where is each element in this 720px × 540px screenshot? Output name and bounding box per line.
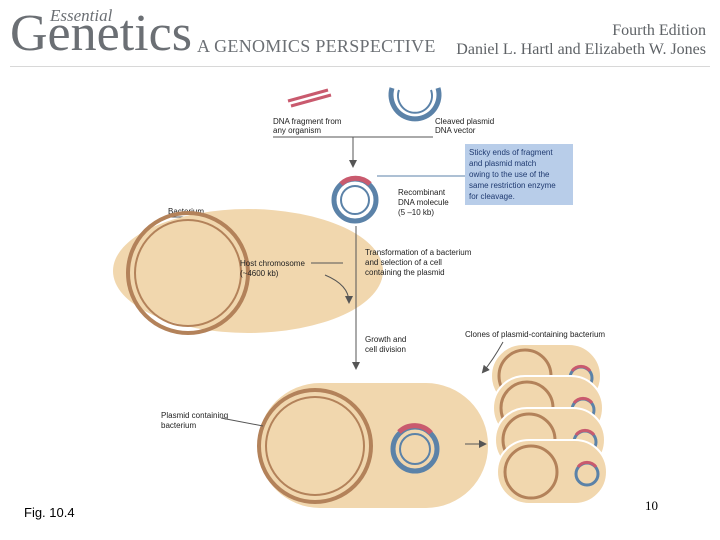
label-cleaved-plasmid: Cleaved plasmid DNA vector: [435, 117, 496, 135]
sticky-ends-line-2: and plasmid match: [469, 159, 536, 168]
label-dna-fragment-line-2: any organism: [273, 126, 321, 135]
label-plasmid-containing-line-1: Plasmid containing: [161, 411, 228, 420]
clone-cell-4: [496, 439, 608, 505]
plasmid-containing-bacterium: [257, 383, 488, 508]
figure-caption: Fig. 10.4: [24, 505, 75, 520]
label-recombinant-line-2: DNA molecule: [398, 198, 449, 207]
edition-label: Fourth Edition: [612, 22, 706, 39]
label-clones: Clones of plasmid-containing bacterium: [465, 330, 605, 339]
arrow-uptake: [324, 274, 353, 304]
label-transformation-line-2: and selection of a cell: [365, 258, 442, 267]
label-dna-fragment-line-1: DNA fragment from: [273, 117, 342, 126]
label-recombinant-line-1: Recombinant: [398, 188, 446, 197]
label-cleaved-plasmid-line-1: Cleaved plasmid: [435, 117, 494, 126]
brand-subtitle: A GENOMICS PERSPECTIVE: [197, 36, 436, 56]
clones-leader-arrow: [481, 341, 504, 374]
label-recombinant-line-3: (5 –10 kb): [398, 208, 434, 217]
sticky-ends-line-1: Sticky ends of fragment: [469, 148, 553, 157]
label-host-chromosome-line-2: (~4600 kb): [240, 269, 279, 278]
sticky-ends-line-4: same restriction enzyme: [469, 181, 556, 190]
plasmid-containing-leader: [220, 417, 264, 427]
label-recombinant: Recombinant DNA molecule (5 –10 kb): [398, 188, 451, 217]
dna-fragment: [287, 88, 332, 108]
brand-prefix: Essential: [50, 6, 113, 25]
label-host-chromosome-line-1: Host chromosome: [240, 259, 305, 268]
label-growth: Growth and cell division: [365, 335, 409, 354]
label-transformation: Transformation of a bacterium and select…: [365, 248, 474, 277]
label-dna-fragment: DNA fragment from any organism: [273, 117, 344, 135]
cloning-diagram: DNA fragment from any organism Cleaved p…: [113, 87, 608, 508]
join-line-fragment: [273, 136, 354, 164]
label-transformation-line-1: Transformation of a bacterium: [365, 248, 472, 257]
host-bacterium: [113, 209, 383, 335]
authors-label: Daniel L. Hartl and Elizabeth W. Jones: [456, 41, 706, 58]
label-transformation-line-3: containing the plasmid: [365, 268, 445, 277]
cloning-figure: DNA fragment from any organism Cleaved p…: [113, 80, 618, 508]
label-plasmid-containing: Plasmid containing bacterium: [161, 411, 230, 430]
label-plasmid-containing-line-2: bacterium: [161, 421, 196, 430]
label-host-chromosome: Host chromosome (~4600 kb): [240, 259, 307, 278]
label-growth-line-1: Growth and: [365, 335, 406, 344]
page-number: 10: [645, 498, 658, 513]
cleaved-plasmid: [388, 87, 442, 122]
slide-header: Genetics Essential A GENOMICS PERSPECTIV…: [0, 0, 720, 68]
header-divider: [10, 66, 710, 67]
label-cleaved-plasmid-line-2: DNA vector: [435, 126, 476, 135]
brand-title: Genetics: [10, 5, 192, 62]
sticky-ends-note-box: [465, 144, 573, 205]
sticky-ends-line-3: owing to the use of the: [469, 170, 550, 179]
recombinant-plasmid: [331, 175, 379, 224]
sticky-ends-line-5: for cleavage.: [469, 192, 515, 201]
sticky-ends-note: Sticky ends of fragment and plasmid matc…: [469, 148, 558, 201]
label-growth-line-2: cell division: [365, 345, 406, 354]
